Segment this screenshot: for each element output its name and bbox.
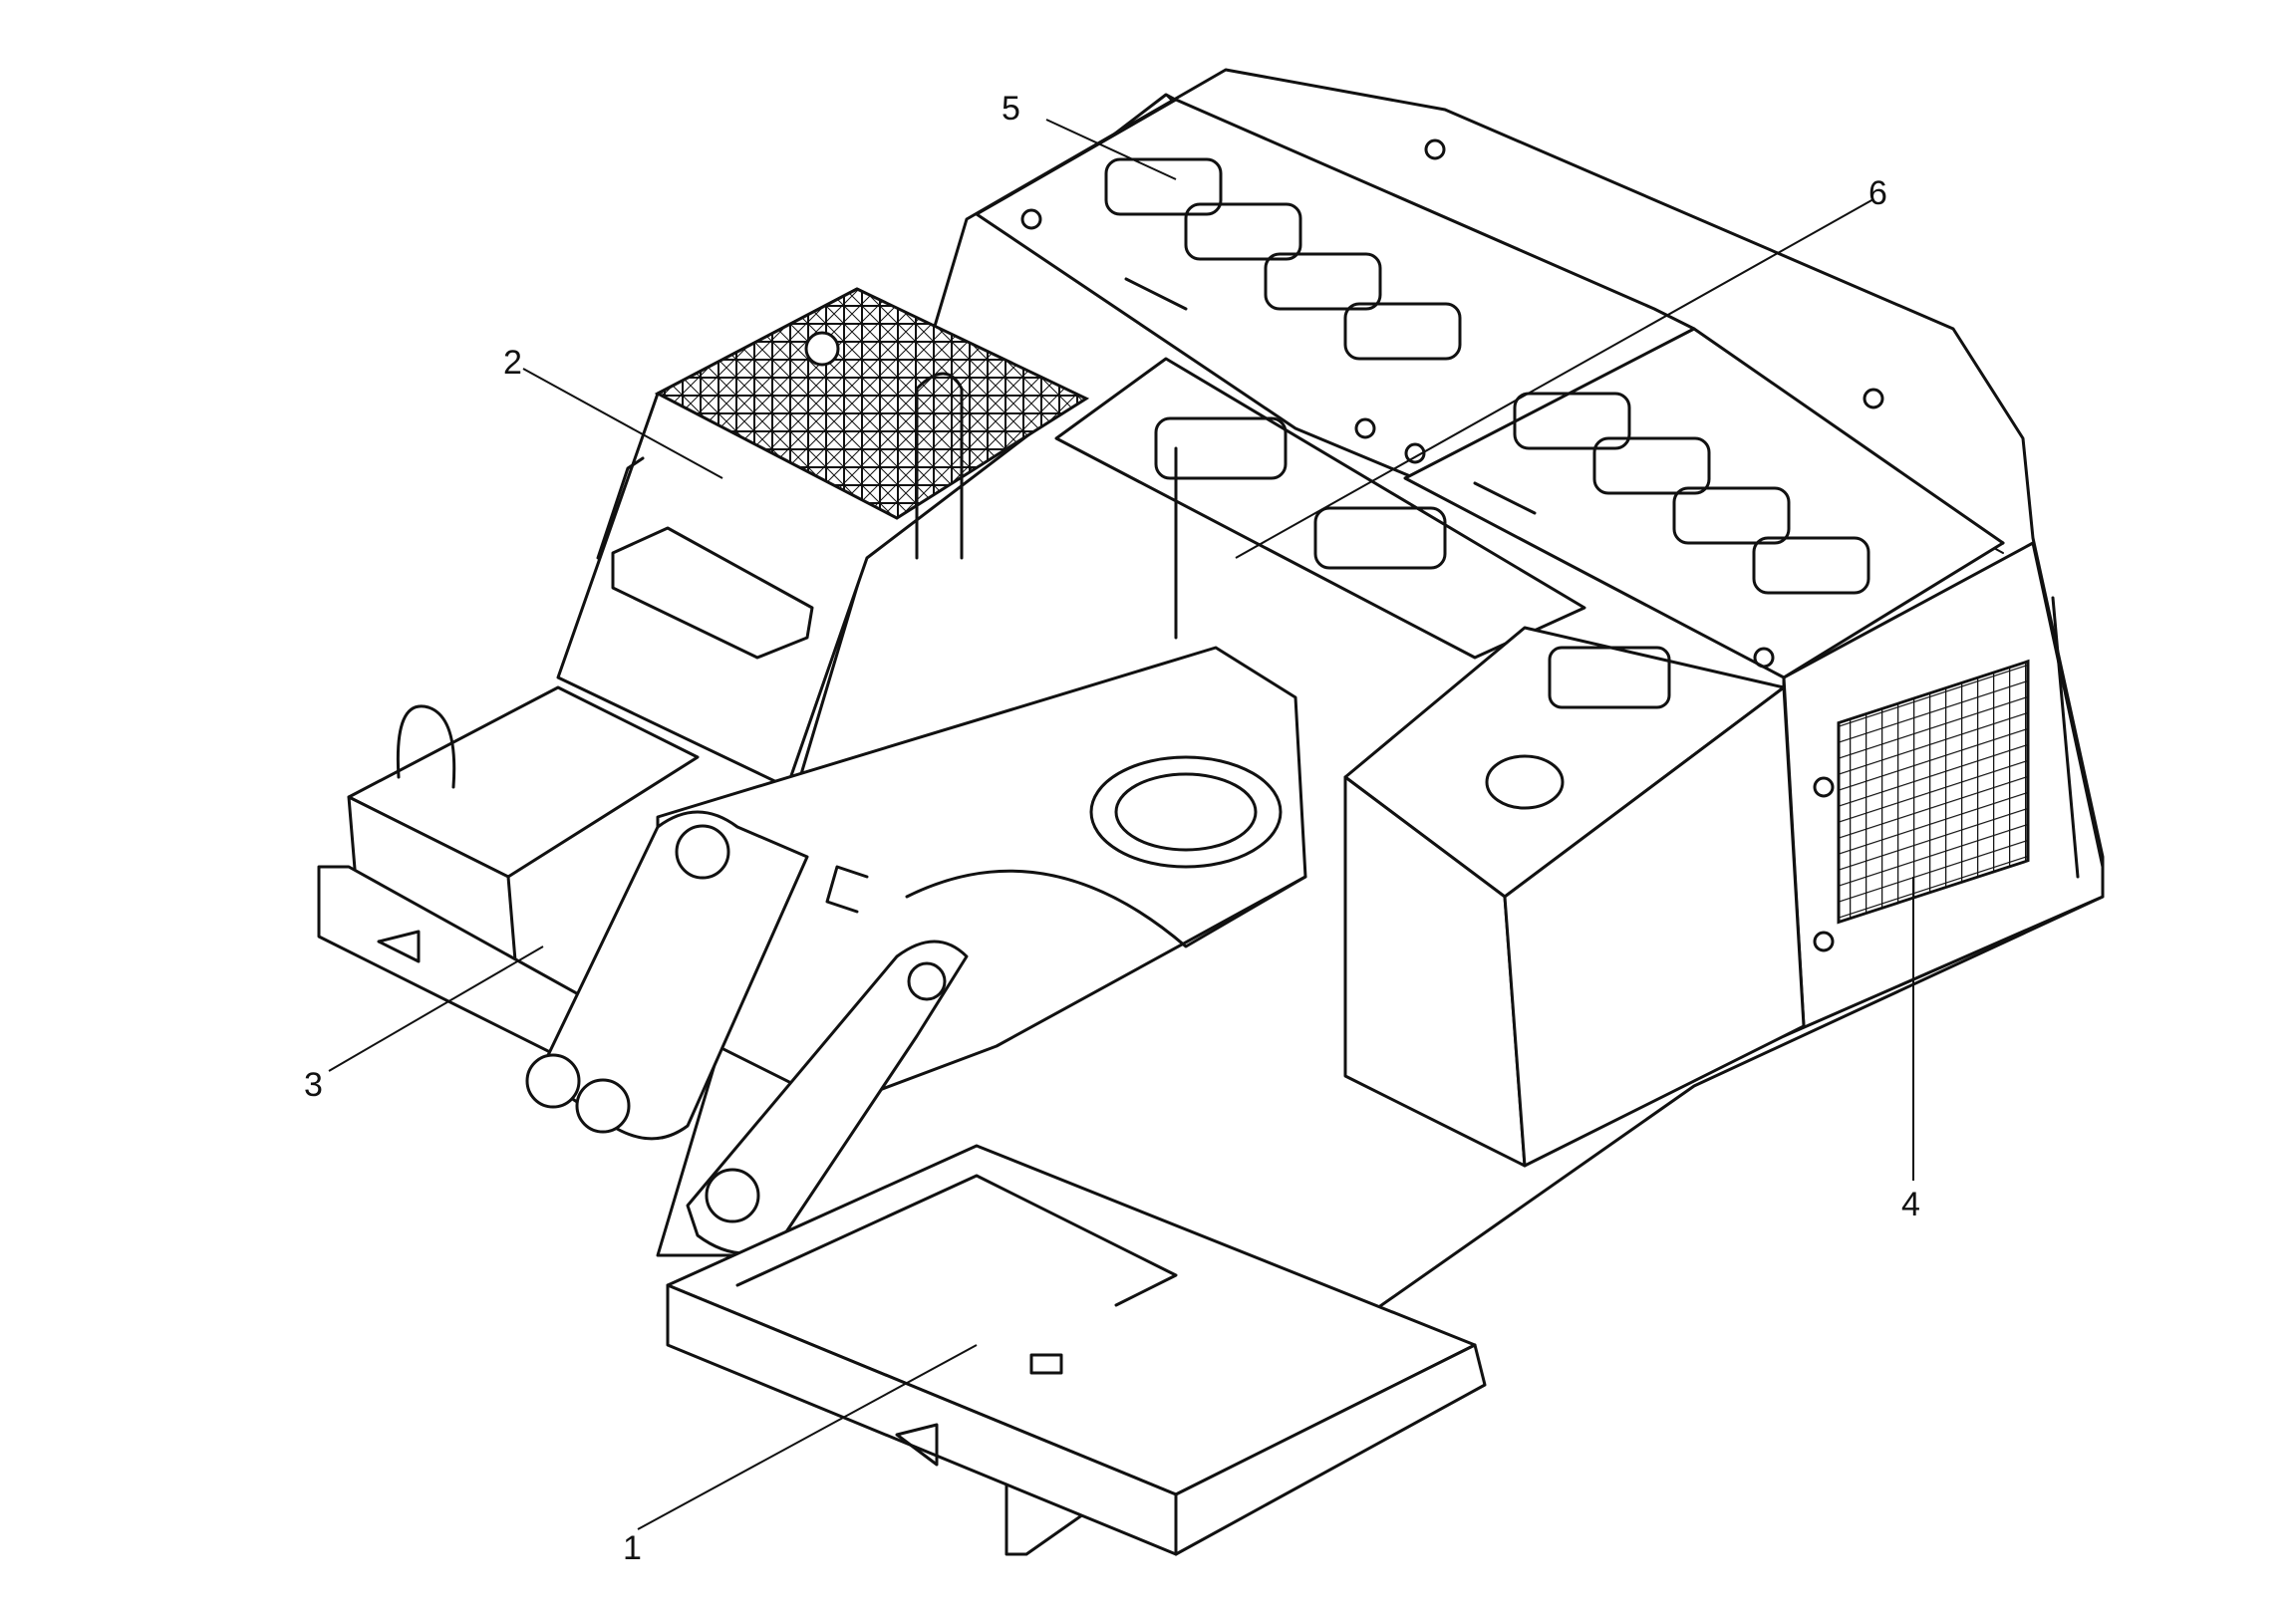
callout-3: 3 bbox=[304, 1066, 323, 1104]
callout-2: 2 bbox=[503, 344, 522, 382]
fuel-cap bbox=[1485, 754, 1565, 810]
cab-base bbox=[556, 287, 1090, 789]
right-housing bbox=[1782, 541, 2105, 1038]
lower-tray bbox=[666, 1144, 1487, 1556]
callout-4: 4 bbox=[1901, 1186, 1920, 1223]
vent-grille-right bbox=[1837, 659, 2030, 925]
fuel-tank bbox=[1343, 626, 1806, 1168]
callout-1: 1 bbox=[623, 1529, 642, 1567]
callout-labels: 5 2 6 3 4 1 bbox=[304, 90, 1920, 1567]
left-front-block bbox=[317, 685, 700, 1088]
engine-hood bbox=[975, 98, 2005, 679]
boom-frame bbox=[656, 646, 1307, 1108]
cab-grille bbox=[654, 287, 1090, 520]
leader-lines bbox=[328, 119, 1914, 1530]
boom-arms bbox=[525, 810, 969, 1255]
callout-5: 5 bbox=[1002, 90, 1020, 128]
callout-6: 6 bbox=[1868, 174, 1887, 212]
mid-platform bbox=[1054, 357, 1586, 660]
